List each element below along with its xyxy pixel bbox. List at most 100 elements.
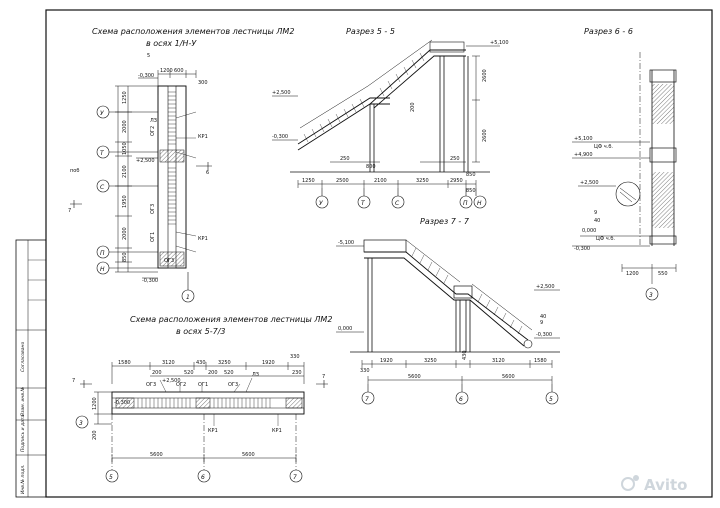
plan-2-element-label: КР1: [272, 428, 282, 434]
plan-1-left-dim: 2000: [122, 227, 128, 240]
plan-1-axis-label: 1: [186, 294, 190, 301]
section-6-level: +5,100: [574, 136, 593, 142]
section-6-level: +4,900: [574, 152, 593, 158]
section-7-note: 40: [540, 314, 546, 320]
section-7-dim: 1920: [380, 358, 393, 364]
section-6-level: 0,000: [582, 228, 596, 234]
plan-2-level: -0,300: [114, 400, 130, 406]
plan-2-side-mark: 7: [322, 374, 325, 380]
section-5-level: +5,100: [490, 40, 509, 46]
plan-2-sub-dim: 520: [224, 370, 234, 376]
plan-2-side-axis: 3: [79, 420, 83, 427]
plan-2-sub-dim: 230: [292, 370, 302, 376]
stamp-sign-date: Подпись и дата: [20, 414, 26, 452]
plan-2-sub-dim: 200: [152, 370, 162, 376]
plan-2-bottom-dim: 5600: [242, 452, 255, 458]
section-5-axis-label: У: [319, 200, 323, 207]
plan-2-left-dim: 1200: [92, 397, 98, 410]
section-6: Разрез 6 - 6 +5,100 +4,900 +2,500 0,000 …: [572, 27, 677, 301]
plan-1-element-label: ОГ1: [150, 232, 156, 242]
plan-2-element-label: ОГ2: [176, 382, 186, 388]
plan-2-axis-label: 5: [109, 474, 113, 481]
plan-2-top-dim: 1920: [262, 360, 275, 366]
plan-1-steps: [168, 91, 176, 225]
plan-1: Схема расположения элементов лестницы ЛМ…: [68, 27, 294, 303]
plan-2-sub-dim: 200: [208, 370, 218, 376]
plan-1-section-mark: 6: [206, 170, 209, 176]
plan-2-side-mark: 7: [72, 378, 75, 384]
plan-2-left-dim: 200: [92, 430, 98, 440]
plan-2-top-dim: 3250: [218, 360, 231, 366]
stamp-inventory: Инв.№ подл.: [20, 464, 26, 494]
plan-1-axis-label: С: [100, 184, 105, 191]
stamp-approved: Согласовано: [20, 342, 26, 372]
section-5-level: +2,500: [272, 90, 291, 96]
plan-1-top-dim: 1200: [160, 68, 173, 74]
plan-1-element-label: ОГ2: [150, 126, 156, 136]
plan-1-left-dim: 1250: [122, 91, 128, 104]
plan-2-element-label: ОГ3: [146, 382, 156, 388]
plan-2-steps: [137, 398, 271, 408]
section-5-axis-label: Н: [477, 200, 482, 207]
section-6-note: ЦФ ч.б.: [594, 144, 613, 150]
plan-1-left-dims: 1250 2000 1050 2100 1950 2000 850: [122, 91, 128, 262]
section-5-rail-hatch: [303, 52, 425, 143]
plan-1-top-dim: 300: [198, 80, 208, 86]
plan-1-level: -0,300: [142, 278, 158, 284]
watermark-text: Avito: [644, 476, 687, 494]
plan-1-element-label: ОГ3: [164, 258, 174, 264]
section-7-dim: 3120: [492, 358, 505, 364]
plan-2-axis-label: 6: [201, 474, 205, 481]
plan-1-left-dim: 850: [122, 252, 128, 262]
section-5-title: Разрез 5 - 5: [346, 27, 395, 36]
plan-2-axis-label: 7: [293, 474, 297, 481]
section-5-inner-dim: 850: [466, 172, 476, 178]
plan-2-title-line2: в осях 5-7/3: [176, 327, 226, 336]
section-7-level: -0,300: [536, 332, 552, 338]
section-6-note: ЦФ ч.б.: [596, 236, 615, 242]
plan-2-top-dim: 1580: [118, 360, 131, 366]
plan-1-title-line2: в осях 1/Н-У: [146, 39, 197, 48]
plan-2-bottom-dim: 5600: [150, 452, 163, 458]
section-6-bottom-dim: 550: [658, 271, 668, 277]
plan-1-axis-label: П: [100, 250, 105, 257]
section-6-level: -0,300: [574, 246, 590, 252]
section-7-dim: 3250: [424, 358, 437, 364]
plan-2-element-label: ОГ3: [228, 382, 238, 388]
section-7-title: Разрез 7 - 7: [420, 217, 470, 226]
section-7-note: 9: [540, 320, 543, 326]
plan-2-top-dim: 430: [196, 360, 206, 366]
section-5-axis-label: Т: [361, 200, 366, 207]
section-7-level: -5,100: [338, 240, 354, 246]
plan-2-title-line1: Схема расположения элементов лестницы ЛМ…: [130, 315, 332, 324]
section-7-axis-label: 5: [549, 396, 553, 403]
section-7-axis-label: 6: [459, 396, 463, 403]
section-7-level: 0,000: [338, 326, 352, 332]
section-5-bottom-dim: 2100: [374, 178, 387, 184]
sheet-frame: [15, 9, 713, 498]
section-5-bottom-dim: 2500: [336, 178, 349, 184]
section-7-dim: 5600: [502, 374, 515, 380]
plan-1-element-label: КР1: [198, 134, 208, 140]
section-5-bottom-dim: 850: [466, 188, 476, 194]
plan-1-element-label: ОГ3: [150, 204, 156, 214]
section-5-vert-dim: 2600: [482, 129, 488, 142]
section-6-level: +2,500: [580, 180, 599, 186]
stamp-column: Согласовано Взам. инв.№ Подпись и дата И…: [20, 342, 26, 494]
plan-2-element-label: КР1: [208, 428, 218, 434]
section-7-dim: 5600: [408, 374, 421, 380]
section-5-bottom-dim: 1250: [302, 178, 315, 184]
section-7: Разрез 7 - 7 -5,100 +2,500 0,000 -0,300 …: [336, 217, 560, 405]
plan-1-title-line1: Схема расположения элементов лестницы ЛМ…: [92, 27, 294, 36]
section-7-dim: 430: [462, 350, 468, 360]
section-6-note: 40: [594, 218, 600, 224]
plan-1-element-label: ЛЗ: [150, 118, 157, 124]
section-5-axis-label: П: [463, 200, 468, 207]
section-5-inner-dim: 250: [340, 156, 350, 162]
plan-1-element-label: КР1: [198, 236, 208, 242]
section-5: Разрез 5 - 5 +2,500: [272, 27, 509, 209]
section-5-bottom-dim: 3250: [416, 178, 429, 184]
section-5-level: -0,300: [272, 134, 288, 140]
section-6-axis-label: 3: [649, 292, 653, 299]
plan-1-axis-label: У: [100, 110, 104, 117]
